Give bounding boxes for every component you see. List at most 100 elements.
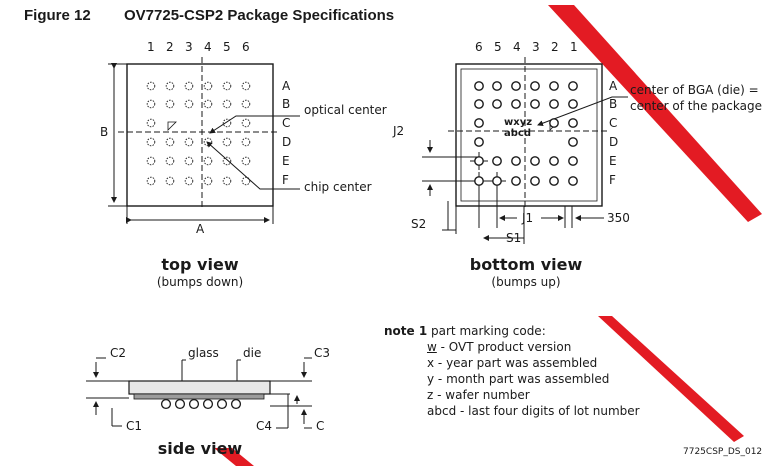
die-label: die bbox=[243, 346, 262, 360]
bottom-bump bbox=[549, 156, 559, 166]
s1-label: S1 bbox=[506, 231, 522, 245]
top-bump bbox=[203, 156, 213, 166]
bottom-bump bbox=[492, 81, 502, 91]
top-bump bbox=[241, 99, 251, 109]
bottom-bump bbox=[568, 81, 578, 91]
optical-center-label: optical center bbox=[304, 103, 387, 117]
c3-label: C3 bbox=[314, 346, 331, 360]
top-bump bbox=[241, 156, 251, 166]
top-bump bbox=[165, 176, 175, 186]
side-bump bbox=[216, 398, 228, 410]
bga-center-note-2: center of the package bbox=[630, 99, 762, 113]
bottom-bump bbox=[549, 81, 559, 91]
bottom-row-d: D bbox=[609, 135, 619, 149]
note-text-w: - OVT product version bbox=[436, 340, 572, 354]
bottom-bump bbox=[474, 137, 484, 147]
note-text-y: - month part was assembled bbox=[434, 372, 610, 386]
bottom-bump bbox=[492, 156, 502, 166]
c2-label: C2 bbox=[110, 346, 127, 360]
top-bump bbox=[146, 81, 156, 91]
top-bump bbox=[165, 99, 175, 109]
top-bump bbox=[203, 81, 213, 91]
top-col-1: 1 bbox=[147, 40, 155, 54]
top-bump bbox=[146, 156, 156, 166]
top-col-5: 5 bbox=[223, 40, 231, 54]
top-bump bbox=[146, 176, 156, 186]
bottom-col-4: 4 bbox=[513, 40, 521, 54]
note-key-z: z bbox=[427, 388, 434, 402]
dim-a-label: A bbox=[196, 222, 205, 236]
bottom-bump bbox=[530, 176, 540, 186]
c-label: C bbox=[316, 419, 325, 433]
note-label: note 1 bbox=[384, 324, 428, 338]
side-bump bbox=[174, 398, 186, 410]
top-bump bbox=[222, 118, 232, 128]
c1-label: C1 bbox=[126, 419, 143, 433]
bottom-bump bbox=[549, 118, 559, 128]
bottom-col-6: 6 bbox=[475, 40, 483, 54]
top-bump bbox=[146, 137, 156, 147]
bottom-col-5: 5 bbox=[494, 40, 502, 54]
bottom-view-subtitle: (bumps up) bbox=[491, 275, 561, 289]
top-row-f: F bbox=[282, 173, 289, 187]
bottom-bump bbox=[568, 176, 578, 186]
top-bump bbox=[146, 99, 156, 109]
note-block: note 1 part marking code: w - OVT produc… bbox=[384, 323, 640, 419]
bottom-row-a: A bbox=[609, 79, 618, 93]
document-code: 7725CSP_DS_012 bbox=[683, 447, 763, 457]
note-line-z: z - wafer number bbox=[427, 387, 640, 403]
bottom-col-1: 1 bbox=[570, 40, 578, 54]
bottom-bump bbox=[492, 99, 502, 109]
dim-b-label: B bbox=[100, 125, 109, 139]
side-view-die bbox=[133, 393, 265, 400]
top-bump bbox=[203, 99, 213, 109]
bga-center-note-1: center of BGA (die) = bbox=[630, 83, 759, 97]
bottom-bump bbox=[492, 176, 502, 186]
top-row-d: D bbox=[282, 135, 292, 149]
bottom-col-2: 2 bbox=[551, 40, 559, 54]
top-bump bbox=[165, 137, 175, 147]
j2-label: J2 bbox=[393, 124, 405, 138]
bottom-bump bbox=[474, 81, 484, 91]
chip-center-label: chip center bbox=[304, 180, 372, 194]
side-bump bbox=[230, 398, 242, 410]
note-key-w: w bbox=[427, 340, 437, 354]
bottom-bump bbox=[511, 176, 521, 186]
note-header: note 1 part marking code: bbox=[384, 323, 640, 339]
bottom-bump bbox=[568, 137, 578, 147]
note-key-x: x bbox=[427, 356, 435, 370]
top-row-a: A bbox=[282, 79, 291, 93]
glass-label: glass bbox=[188, 346, 219, 360]
note-intro: part marking code: bbox=[431, 324, 546, 338]
top-bump bbox=[241, 137, 251, 147]
top-view-subtitle: (bumps down) bbox=[156, 275, 244, 289]
bottom-bump bbox=[549, 99, 559, 109]
bottom-row-e: E bbox=[609, 154, 617, 168]
top-bump bbox=[184, 137, 194, 147]
top-col-2: 2 bbox=[166, 40, 174, 54]
top-bump bbox=[165, 81, 175, 91]
top-bump bbox=[241, 118, 251, 128]
note-text-abcd: - last four digits of lot number bbox=[456, 404, 640, 418]
bottom-bump bbox=[474, 118, 484, 128]
bottom-bump bbox=[511, 156, 521, 166]
top-bump bbox=[222, 99, 232, 109]
top-bump bbox=[184, 99, 194, 109]
top-row-b: B bbox=[282, 97, 291, 111]
bottom-bump bbox=[474, 176, 484, 186]
bottom-bump bbox=[530, 156, 540, 166]
top-row-e: E bbox=[282, 154, 290, 168]
top-bump bbox=[184, 176, 194, 186]
bottom-bump bbox=[568, 156, 578, 166]
side-bump bbox=[188, 398, 200, 410]
bottom-bump bbox=[549, 176, 559, 186]
bottom-bump bbox=[474, 99, 484, 109]
marking-line-1: wxyz bbox=[504, 117, 533, 128]
top-bump bbox=[165, 156, 175, 166]
bottom-view-title: bottom view bbox=[469, 255, 583, 274]
note-text-z: - wafer number bbox=[433, 388, 530, 402]
bottom-row-f: F bbox=[609, 173, 616, 187]
side-bump bbox=[160, 398, 172, 410]
